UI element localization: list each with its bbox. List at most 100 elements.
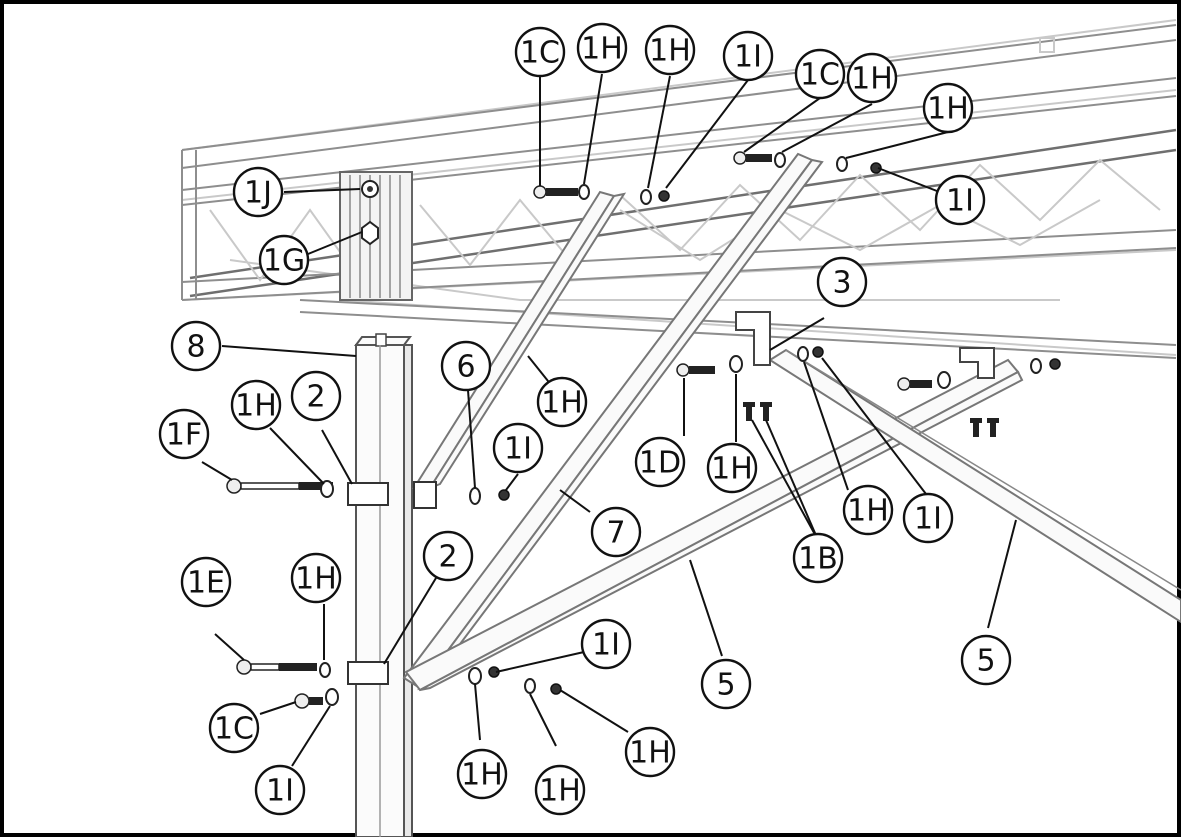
callout-label: 1H	[649, 34, 691, 69]
callout-label: 1E	[187, 566, 225, 601]
callout-label: 1C	[800, 58, 840, 93]
callout-1g: 1G	[258, 234, 310, 286]
callout-circle	[492, 422, 544, 474]
callout-label: 6	[456, 350, 475, 385]
callout-label: 1H	[851, 62, 893, 97]
callout-circle	[634, 436, 686, 488]
callout-1h: 1H	[456, 748, 508, 800]
callout-1c: 1C	[514, 26, 566, 78]
callout-circle	[536, 376, 588, 428]
callout-label: 1H	[295, 562, 337, 597]
callout-circle	[180, 556, 232, 608]
callout-label: 1H	[539, 774, 581, 809]
callout-label: 3	[832, 266, 851, 301]
callout-circle	[576, 22, 628, 74]
callout-label: 1H	[927, 92, 969, 127]
callout-circle	[514, 26, 566, 78]
callout-circle	[700, 658, 752, 710]
callout-1j: 1J	[232, 166, 284, 218]
callout-label: 1I	[592, 628, 620, 663]
callout-1h: 1H	[290, 552, 342, 604]
callout-2: 2	[422, 530, 474, 582]
callout-5: 5	[700, 658, 752, 710]
callout-label: 1H	[847, 494, 889, 529]
callout-label: 1J	[244, 176, 272, 211]
callout-1h: 1H	[230, 379, 282, 431]
leader-lines	[201, 73, 1017, 767]
callout-circle	[816, 256, 868, 308]
callout-circle	[934, 174, 986, 226]
brace-5-right	[768, 348, 1181, 624]
callout-1b: 1B	[792, 532, 844, 584]
callout-label: 1G	[263, 244, 305, 279]
callout-label: 1H	[461, 758, 503, 793]
callout-circle	[290, 552, 342, 604]
callout-circle	[960, 634, 1012, 686]
callout-circle	[258, 234, 310, 286]
callout-1i: 1I	[254, 764, 306, 816]
callout-label: 2	[306, 380, 325, 415]
callout-label: 1C	[214, 712, 254, 747]
callout-5: 5	[960, 634, 1012, 686]
callout-circle	[842, 484, 894, 536]
callout-1h: 1H	[706, 442, 758, 494]
callout-label: 1B	[798, 542, 838, 577]
callout-1h: 1H	[536, 376, 588, 428]
callout-1h: 1H	[922, 82, 974, 134]
callout-circle	[290, 370, 342, 422]
callout-circle	[590, 506, 642, 558]
callout-1h: 1H	[534, 764, 586, 816]
callout-label: 1I	[504, 432, 532, 467]
callout-1d: 1D	[634, 436, 686, 488]
callout-label: 1H	[541, 386, 583, 421]
callout-circle	[922, 82, 974, 134]
callout-label: 1H	[581, 32, 623, 67]
callout-circle	[706, 442, 758, 494]
callout-circle	[254, 764, 306, 816]
callout-label: 1H	[711, 452, 753, 487]
callout-circle	[902, 492, 954, 544]
callout-circle	[230, 379, 282, 431]
callout-1i: 1I	[722, 30, 774, 82]
callout-1c: 1C	[208, 702, 260, 754]
callout-1f: 1F	[158, 408, 210, 460]
callout-2: 2	[290, 370, 342, 422]
brace-5-left	[404, 358, 1024, 692]
callout-1c: 1C	[794, 48, 846, 100]
callout-label: 1I	[734, 40, 762, 75]
callout-1h: 1H	[624, 726, 676, 778]
brace-6	[412, 190, 627, 509]
callout-1e: 1E	[180, 556, 232, 608]
callout-circle	[440, 340, 492, 392]
callout-label: 2	[438, 540, 457, 575]
callout-1h: 1H	[576, 22, 628, 74]
callout-label: 7	[606, 516, 625, 551]
callout-circle	[158, 408, 210, 460]
callout-6: 6	[440, 340, 492, 392]
callout-label: 1H	[235, 389, 277, 424]
callout-label: 1D	[639, 446, 681, 481]
callout-circle	[846, 52, 898, 104]
bracket-3	[735, 311, 995, 379]
callout-1i: 1I	[492, 422, 544, 474]
vertical-post	[347, 333, 413, 837]
callout-1h: 1H	[846, 52, 898, 104]
callout-circle	[422, 530, 474, 582]
callout-8: 8	[170, 320, 222, 372]
hardware-group	[226, 151, 1061, 709]
callout-circle	[208, 702, 260, 754]
callout-1h: 1H	[644, 24, 696, 76]
callout-1i: 1I	[902, 492, 954, 544]
callout-1i: 1I	[934, 174, 986, 226]
callout-circle	[580, 618, 632, 670]
callout-label: 1H	[629, 736, 671, 771]
callout-circle	[624, 726, 676, 778]
callout-label: 1I	[914, 502, 942, 537]
callout-circle	[456, 748, 508, 800]
callout-3: 3	[816, 256, 868, 308]
callout-circle	[794, 48, 846, 100]
callout-circle	[644, 24, 696, 76]
callout-label: 1F	[166, 418, 202, 453]
